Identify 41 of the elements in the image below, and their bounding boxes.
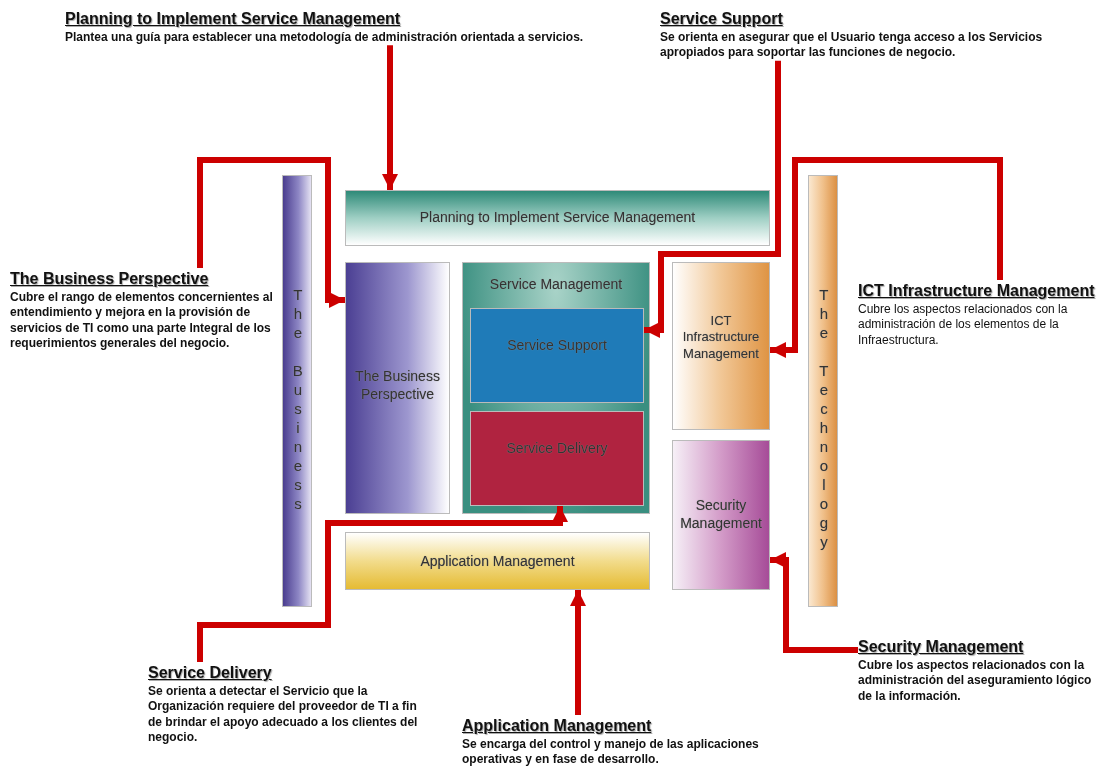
framework-panel [672, 262, 770, 430]
arrow [570, 590, 586, 715]
callout-heading: ICT Infrastructure Management [858, 281, 1095, 301]
vertical-label: The Business [288, 286, 307, 514]
box-label: ICT Infrastructure Management [681, 313, 761, 362]
callout-text: Se orienta a detectar el Servicio que la Organización requiere del proveedor de TI a fin de brindar el apoyo adecuado a los clientes del negocio. [148, 683, 419, 746]
arrow [382, 45, 398, 190]
arrow [770, 552, 858, 653]
callout-text: Cubre los aspectos relacionados con la administración del aseguramiento lógico de la información. [858, 657, 1093, 705]
vertical-bar [282, 175, 312, 607]
callout-text: Se orienta en asegurar que el Usuario tenga acceso a los Servicios apropiados para soportar las funciones de negocio. [660, 29, 1044, 61]
vertical-label: The Technology [814, 286, 833, 552]
box-label: Service Support [506, 337, 608, 355]
callout-heading: Security Management [858, 637, 1024, 657]
callout-heading: The Business Perspective [10, 269, 209, 289]
callout-text: Plantea una guía para establecer una metodología de administración orientada a servicios. [65, 29, 585, 46]
framework-panel [462, 262, 650, 514]
callout-text: Se encarga del control y manejo de las aplicaciones operativas y en fase de desarrollo. [462, 736, 760, 768]
framework-panel [672, 440, 770, 590]
horizontal-band [345, 190, 770, 246]
box-label: Service Delivery [505, 440, 609, 458]
arrow [197, 157, 345, 308]
arrow [197, 506, 568, 662]
callout-text: Cubre los aspectos relacionados con la administración de los elementos de la Infraestructura. [858, 301, 1069, 349]
callout-heading: Service Delivery [148, 663, 272, 683]
framework-panel [345, 262, 450, 514]
box-label: Planning to Implement Service Management [418, 209, 697, 227]
callout-heading: Planning to Implement Service Management [65, 9, 401, 29]
box-label: Security Management [679, 497, 763, 532]
arrow [644, 60, 781, 338]
callout-text: Cubre el rango de elementos concernientes al entendimiento y mejora en la provisión de servicios de TI como una parte Integral de los requerimientos generales del negocio. [10, 289, 274, 352]
callout-heading: Service Support [660, 9, 783, 29]
box-label: Application Management [419, 553, 576, 571]
box-label: Service Management [488, 276, 624, 294]
vertical-bar [808, 175, 838, 607]
framework-area [470, 308, 644, 403]
horizontal-band [345, 532, 650, 590]
callout-heading: Application Management [462, 716, 652, 736]
arrow [770, 157, 1003, 358]
box-label: The Business Perspective [354, 368, 441, 403]
framework-area [470, 411, 644, 506]
